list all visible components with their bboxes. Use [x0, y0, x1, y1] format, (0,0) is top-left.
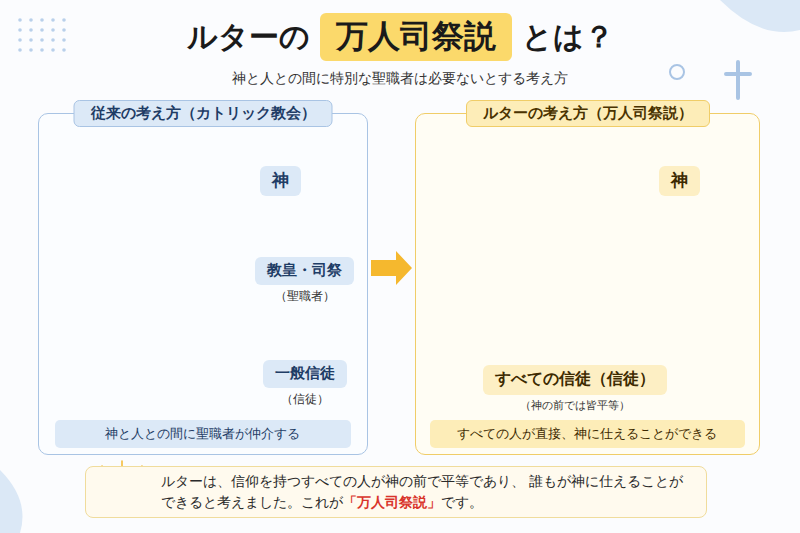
title-part: とは？ [522, 17, 614, 58]
node-text: 神と人との間に聖職者が仲介する [105, 425, 300, 443]
deco-dot [51, 28, 55, 32]
pill-subtext: （聖職者） [275, 288, 335, 305]
label-pill: 神 [260, 166, 301, 196]
deco-dot [18, 18, 22, 22]
node-text: 神 [272, 169, 289, 192]
node-text: すべての人が直接、神に仕えることができる [457, 425, 717, 443]
panel: ルターの考え方（万人司祭説）神すべての信徒（信徒）（神の前では皆平等）すべての人… [415, 113, 760, 455]
deco-dot [62, 18, 66, 22]
note-emphasis: 「万人司祭説」 [343, 494, 441, 510]
note-box: ルターは、信仰を持つすべての人が神の前で平等であり、 誰もが神に仕えることができ… [85, 466, 707, 518]
deco-dot [29, 48, 33, 52]
note-text: ルターは、信仰を持つすべての人が神の前で平等であり、 誰もが神に仕えることができ… [161, 471, 686, 513]
deco-dot [40, 38, 44, 42]
subtitle: 神と人との間に特別な聖職者は必要ないとする考え方 [0, 70, 800, 88]
title: ルターの [187, 17, 310, 58]
label-pill: 神 [659, 166, 700, 196]
deco-dot [18, 28, 22, 32]
deco-dot [29, 38, 33, 42]
corner-blob [0, 470, 23, 533]
pill-subtext: （信徒） [281, 391, 329, 408]
panel-heading: ルターの考え方（万人司祭説） [466, 100, 710, 127]
panel: 従来の考え方（カトリック教会）神教皇・司祭（聖職者）一般信徒（信徒）神と人との間… [38, 113, 368, 455]
node-text: 万人司祭説 [336, 17, 496, 55]
deco-dot [40, 18, 44, 22]
pill-subtext: （神の前では皆平等） [520, 398, 630, 413]
deco-dot [51, 38, 55, 42]
deco-dot [62, 48, 66, 52]
deco-dot [51, 48, 55, 52]
deco-dot [40, 28, 44, 32]
panel-heading: 従来の考え方（カトリック教会） [74, 100, 333, 127]
deco-dot [40, 48, 44, 52]
highlight-box: 万人司祭説 [320, 13, 512, 61]
deco-dot [62, 38, 66, 42]
label-pill: 教皇・司祭（聖職者） [255, 257, 354, 285]
connector-arrow [371, 251, 412, 285]
summary-band: すべての人が直接、神に仕えることができる [430, 420, 745, 448]
node-text: 神 [671, 169, 688, 192]
title-row: ルターの万人司祭説とは？ [0, 10, 800, 64]
label-pill: 一般信徒（信徒） [263, 360, 347, 388]
label-pill: すべての信徒（信徒）（神の前では皆平等） [483, 365, 667, 395]
deco-dot [29, 28, 33, 32]
deco-cross [726, 62, 750, 98]
deco-dot [18, 48, 22, 52]
dot-grid [18, 18, 66, 52]
node-text: 一般信徒 [275, 364, 335, 383]
deco-dot [29, 18, 33, 22]
deco-dot [62, 28, 66, 32]
deco-dot [18, 38, 22, 42]
corner-blob [720, 0, 800, 32]
node-text: 教皇・司祭 [267, 261, 342, 280]
summary-band: 神と人との間に聖職者が仲介する [55, 420, 351, 448]
deco-circle [670, 65, 684, 79]
deco-dot [51, 18, 55, 22]
node-text: すべての信徒（信徒） [495, 369, 655, 390]
note-text-part: です。 [441, 494, 483, 510]
